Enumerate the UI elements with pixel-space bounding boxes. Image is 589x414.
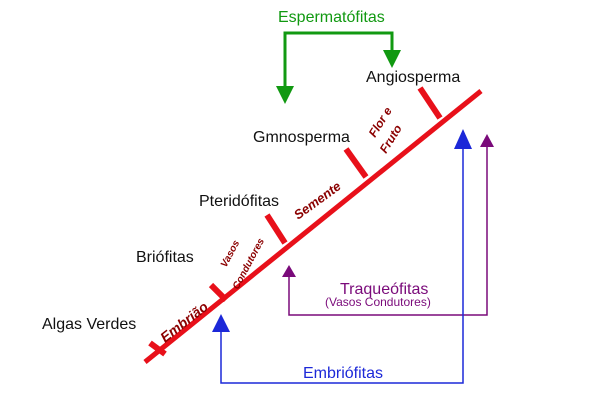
embriofitas-arrow-right (454, 129, 472, 149)
espermatofitas-arrow-right (383, 50, 401, 68)
trait-vasos-line1: Vasos (219, 238, 243, 269)
trait-semente: Semente (291, 178, 344, 222)
branch-tick-pteridofitas (264, 213, 288, 245)
trait-embriao: Embrião (157, 298, 211, 345)
branch-tick-angiosperma (417, 86, 443, 120)
group-traqueofitas-label: Traqueófitas (340, 281, 428, 298)
group-traqueofitas-sublabel: (Vasos Condutores) (325, 295, 431, 309)
branch-tick-gimnosperma (343, 147, 369, 179)
traqueofitas-bracket (288, 147, 488, 316)
taxon-algas-verdes: Algas Verdes (42, 316, 136, 333)
branch-tick-briofitas (208, 282, 229, 303)
group-espermatofitas-label: Espermatófitas (278, 9, 385, 26)
espermatofitas-bracket (283, 31, 394, 86)
cladogram-main-line (143, 89, 483, 364)
embriofitas-bracket (220, 149, 464, 384)
taxon-gimnosperma: Gmnosperma (253, 129, 350, 146)
taxon-pteridofitas: Pteridófitas (199, 193, 279, 210)
branch-tick-algas (148, 340, 167, 357)
embriofitas-arrow-left (212, 314, 230, 332)
taxon-briofitas: Briófitas (136, 249, 194, 266)
espermatofitas-arrow-left (276, 86, 294, 104)
group-embriofitas-label: Embriófitas (303, 365, 383, 382)
taxon-angiosperma: Angiosperma (366, 69, 460, 86)
traqueofitas-arrow-left (282, 265, 296, 277)
traqueofitas-arrow-right (480, 134, 494, 147)
